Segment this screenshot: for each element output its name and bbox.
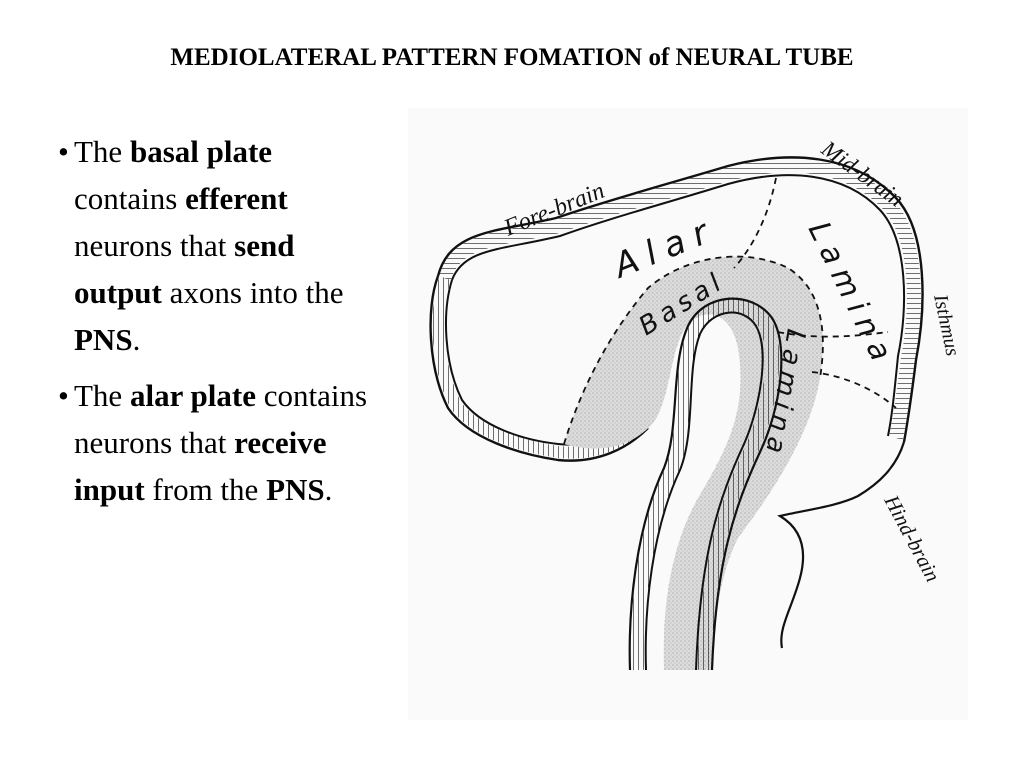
bullet-text-segment: neurons that <box>74 228 235 263</box>
forebrain-outer-wall <box>429 275 649 462</box>
bullet-bold-segment: efferent <box>185 181 288 216</box>
inner-tube-wall-left <box>630 298 779 671</box>
bullet-basal-plate: • The basal plate contains efferent neur… <box>58 128 378 363</box>
inner-tube-outline-outer <box>628 297 783 671</box>
bullet-marker: • <box>58 378 69 413</box>
bullet-bold-segment: PNS <box>74 322 133 357</box>
bullet-text-segment: from the <box>144 472 267 507</box>
bullet-list: • The basal plate contains efferent neur… <box>58 128 378 522</box>
boundary-forebrain-midbrain <box>733 177 777 269</box>
neural-tube-svg: Fore-brain Mid-brain Isthmus Hind-brain … <box>408 108 968 720</box>
bullet-marker: • <box>58 134 69 169</box>
outer-wall-band <box>437 158 921 440</box>
bullet-text-segment: The <box>74 378 130 413</box>
bullet-alar-plate: • The alar plate contains neurons that r… <box>58 372 378 513</box>
hindbrain-contour <box>777 441 906 649</box>
outer-contour <box>436 156 924 443</box>
boundary-alar-basal <box>563 255 824 445</box>
boundary-isthmus-upper <box>777 331 889 338</box>
bullet-bold-segment: receive input <box>74 425 327 507</box>
bullet-text-segment: axons into the <box>161 275 344 310</box>
inner-contour-top <box>451 174 906 437</box>
bullet-text-segment: The <box>74 134 130 169</box>
bullet-bold-segment: basal plate <box>129 134 273 169</box>
bullet-bold-segment: alar plate <box>129 378 256 413</box>
bullet-text-segment: . <box>132 322 141 357</box>
neural-tube-diagram: Fore-brain Mid-brain Isthmus Hind-brain … <box>408 108 968 720</box>
inner-tube-outline-inner <box>644 311 764 671</box>
bullet-text-segment: contains <box>74 181 186 216</box>
slide-title: MEDIOLATERAL PATTERN FOMATION of NEURAL … <box>170 44 854 71</box>
basal-lamina-region <box>564 256 823 670</box>
bullet-bold-segment: PNS <box>266 472 325 507</box>
bullet-bold-segment: send output <box>74 228 295 310</box>
bullet-text-segment: contains neurons that <box>74 378 368 460</box>
bullet-text-segment: . <box>324 472 333 507</box>
